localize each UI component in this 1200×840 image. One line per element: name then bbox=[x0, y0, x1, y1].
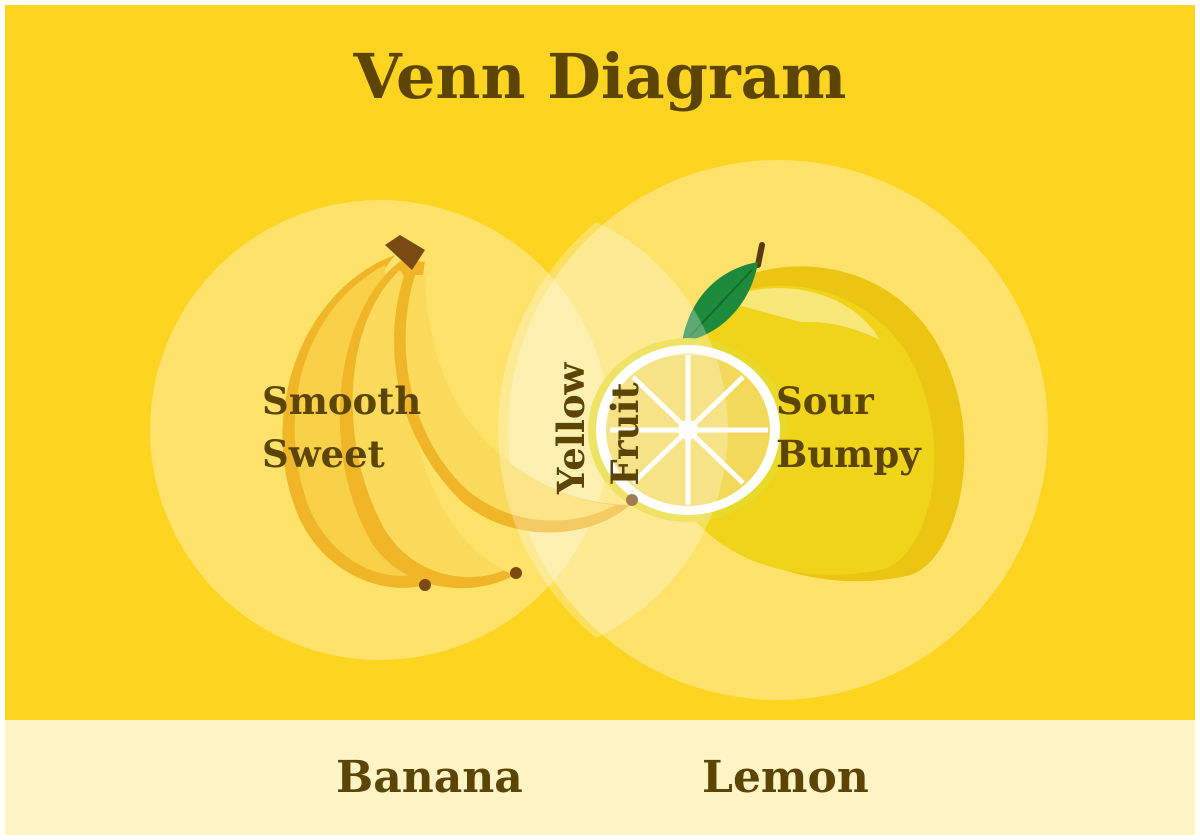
overlap-trait-2: Fruit bbox=[603, 382, 647, 486]
legend-strip bbox=[5, 720, 1195, 835]
banana-set-label: Banana bbox=[336, 752, 523, 803]
overlap-trait-1: Yellow bbox=[549, 362, 593, 494]
diagram-background bbox=[5, 5, 1195, 720]
overlap-region bbox=[498, 222, 728, 638]
banana-trait-2: Sweet bbox=[262, 432, 385, 476]
lemon-illustration bbox=[588, 242, 965, 582]
lemon-trait-2: Bumpy bbox=[776, 432, 921, 476]
diagram-title: Venn Diagram bbox=[353, 40, 847, 113]
banana-illustration bbox=[282, 235, 638, 591]
lemon-set-label: Lemon bbox=[702, 752, 869, 803]
banana-trait-1: Smooth bbox=[262, 379, 422, 423]
lemon-trait-1: Sour bbox=[776, 379, 874, 423]
